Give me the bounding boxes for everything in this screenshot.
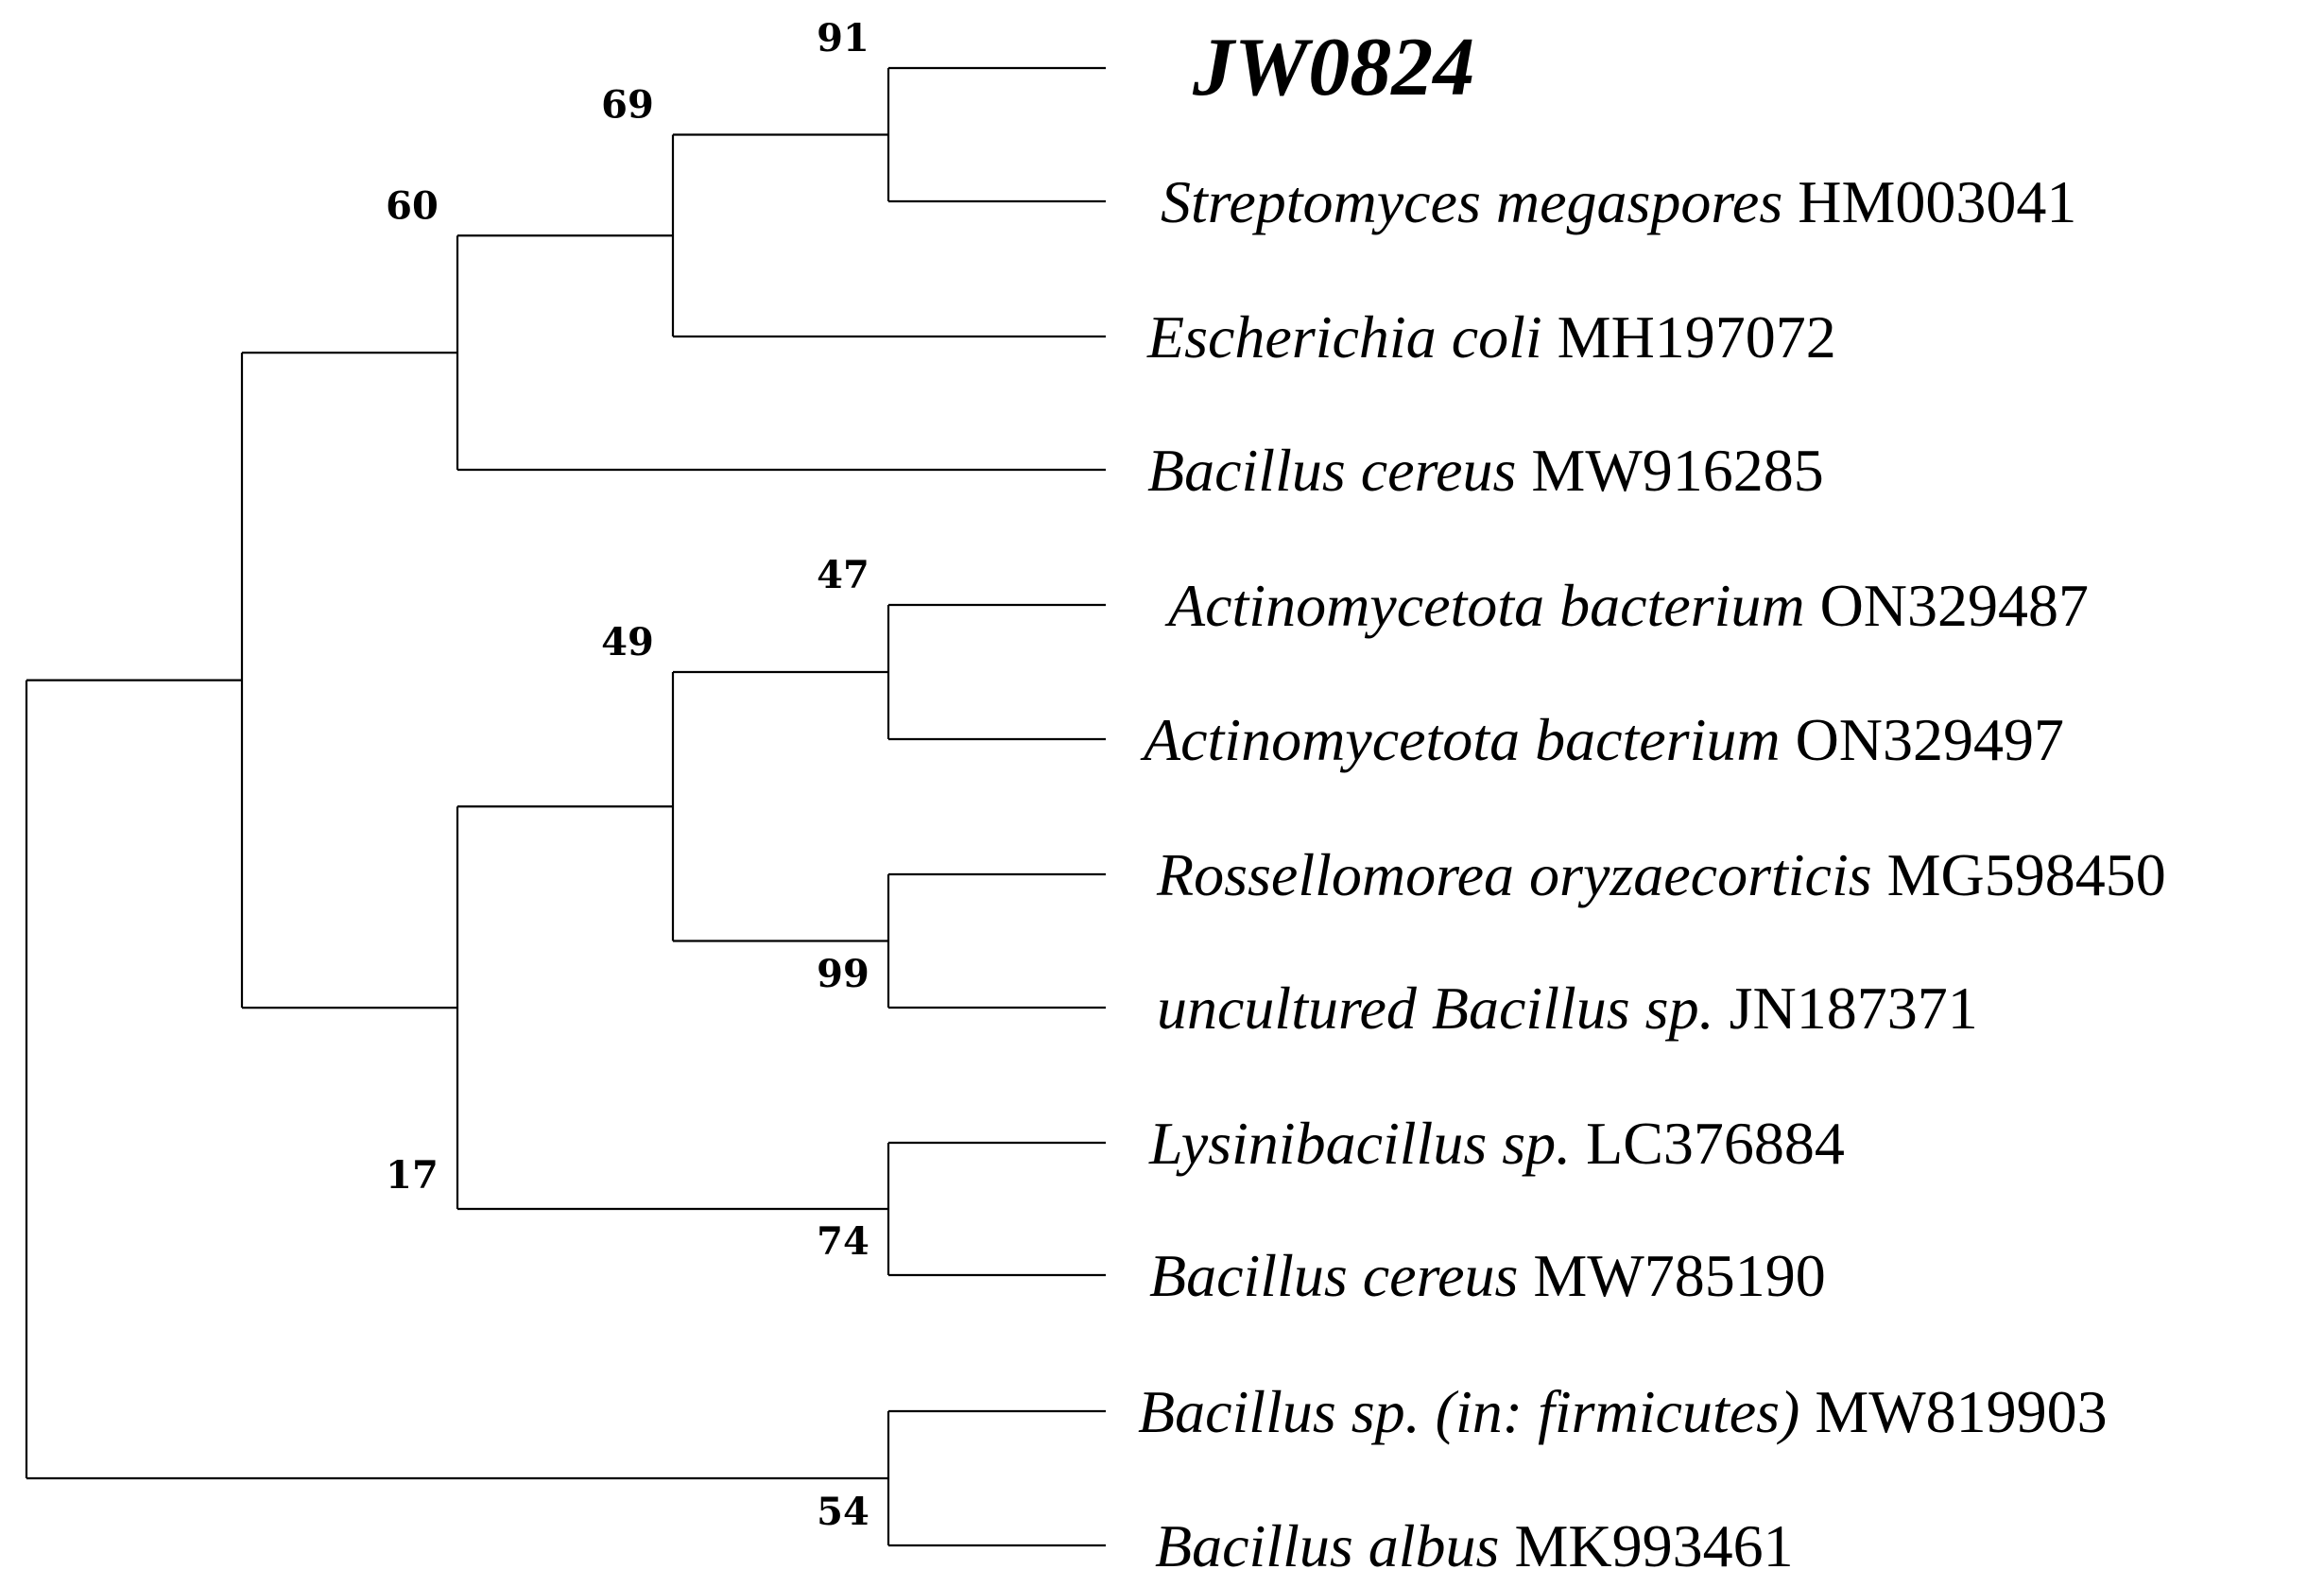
species-name: Bacillus albus [1155, 1512, 1499, 1579]
taxon-label: Rossellomorea oryzaecorticis MG598450 [1156, 841, 2166, 908]
bootstrap-value: 49 [601, 620, 654, 664]
accession-number: JN187371 [1730, 975, 1978, 1042]
species-name: Bacillus sp. (in: firmicutes) [1138, 1378, 1799, 1445]
taxon-label: Actinomycetota bacterium ON329497 [1140, 706, 2064, 773]
species-name: Bacillus cereus [1147, 437, 1516, 504]
taxon-label: Bacillus sp. (in: firmicutes) MW819903 [1138, 1378, 2108, 1445]
accession-number: MK993461 [1514, 1512, 1793, 1579]
species-name: Actinomycetota bacterium [1164, 572, 1805, 639]
query-sample-label: JW0824 [1192, 22, 1474, 113]
bootstrap-value: 60 [386, 183, 439, 228]
accession-number: ON329487 [1820, 572, 2089, 639]
accession-number: MW916285 [1531, 437, 1823, 504]
species-name: uncultured Bacillus sp. [1157, 975, 1714, 1042]
bootstrap-values: 91 69 60 47 99 49 74 17 54 [386, 16, 869, 1534]
accession-number: MW785190 [1533, 1242, 1825, 1309]
bootstrap-value: 54 [817, 1490, 869, 1534]
bootstrap-value: 17 [386, 1153, 439, 1198]
accession-number: MG598450 [1887, 841, 2166, 908]
taxon-label: Streptomyces megaspores HM003041 [1161, 168, 2076, 235]
taxon-label: uncultured Bacillus sp. JN187371 [1157, 975, 1978, 1042]
accession-number: MH197072 [1558, 303, 1836, 371]
bootstrap-value: 69 [601, 83, 654, 128]
accession-number: HM003041 [1798, 168, 2076, 235]
species-name: Streptomyces megaspores [1161, 168, 1782, 235]
taxon-label: Actinomycetota bacterium ON329487 [1164, 572, 2089, 639]
taxon-label: Lysinibacillus sp. LC376884 [1148, 1110, 1845, 1177]
taxon-label: Bacillus albus MK993461 [1155, 1512, 1794, 1579]
species-name: Lysinibacillus sp. [1148, 1110, 1571, 1177]
species-name: Escherichia coli [1146, 303, 1542, 371]
species-name: Bacillus cereus [1149, 1242, 1518, 1309]
bootstrap-value: 99 [817, 952, 869, 996]
accession-number: ON329497 [1796, 706, 2064, 773]
accession-number: MW819903 [1815, 1378, 2107, 1445]
taxon-label: Bacillus cereus MW916285 [1147, 437, 1824, 504]
accession-number: LC376884 [1586, 1110, 1845, 1177]
bootstrap-value: 91 [817, 16, 869, 60]
species-name: Actinomycetota bacterium [1140, 706, 1781, 773]
tree-branches [25, 66, 1106, 1547]
species-name: Rossellomorea oryzaecorticis [1156, 841, 1872, 908]
bootstrap-value: 74 [817, 1219, 869, 1264]
bootstrap-value: 47 [817, 553, 869, 597]
taxon-label: Bacillus cereus MW785190 [1149, 1242, 1826, 1309]
taxon-label: Escherichia coli MH197072 [1146, 303, 1836, 371]
